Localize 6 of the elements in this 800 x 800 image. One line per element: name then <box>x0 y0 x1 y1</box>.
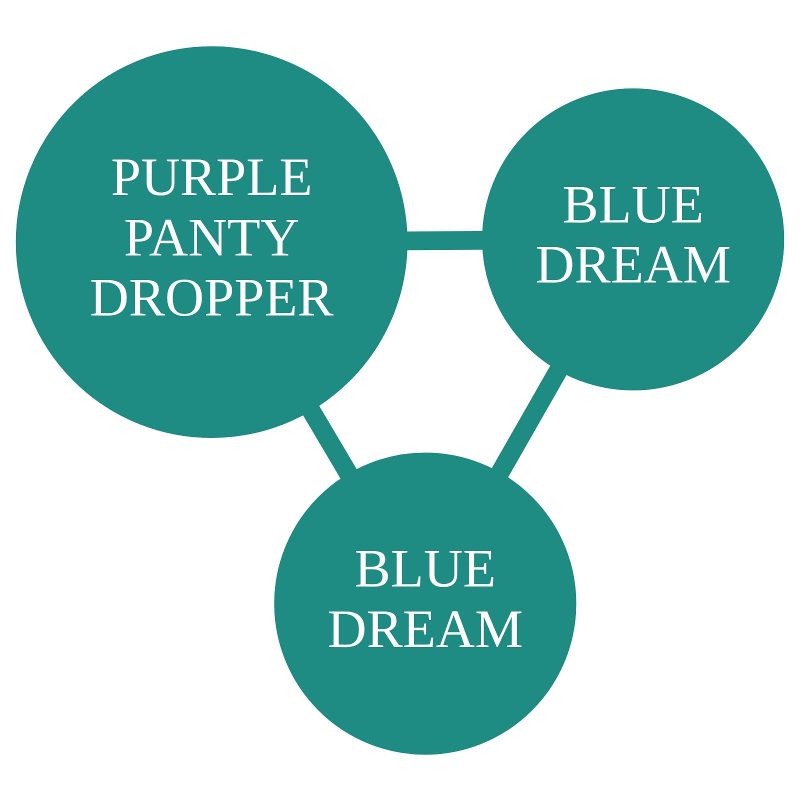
node-circle: BLUE DREAM <box>274 452 576 754</box>
node-circle: BLUE DREAM <box>482 88 784 390</box>
connector <box>406 230 483 250</box>
connector <box>302 404 357 479</box>
connector <box>492 364 567 477</box>
node-circle: PURPLE PANTY DROPPER <box>16 46 408 438</box>
